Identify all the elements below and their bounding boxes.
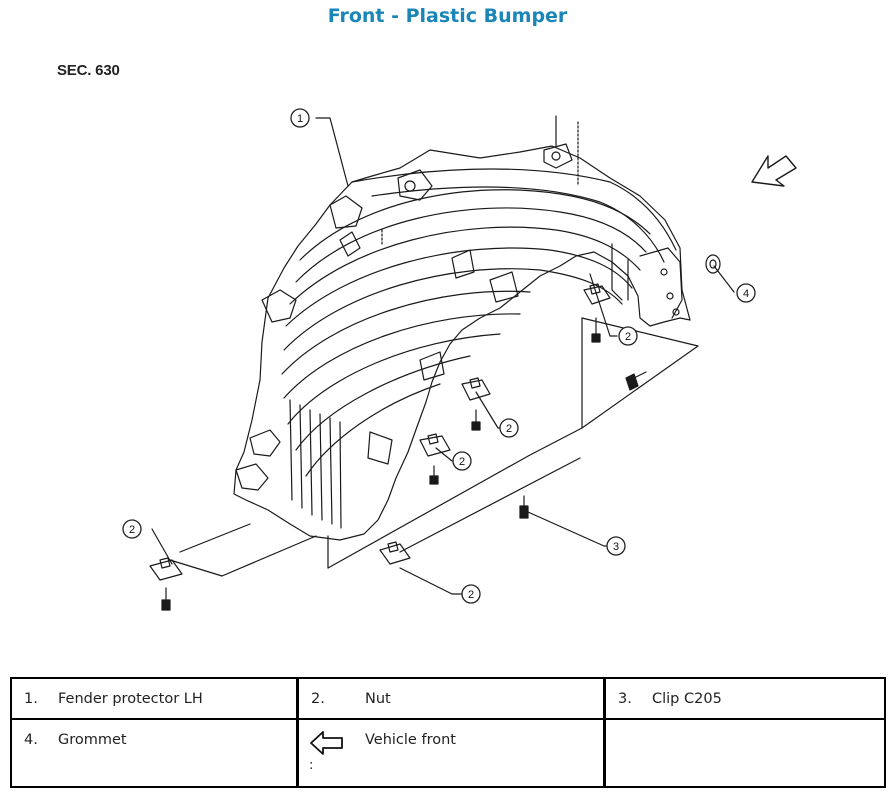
svg-text:2: 2 — [129, 524, 135, 536]
grommet — [705, 254, 721, 274]
clip-c205 — [519, 495, 529, 519]
callout-2-center: 2 — [452, 451, 472, 471]
legend-row-divider — [12, 718, 884, 720]
legend-item-grommet: 4. Grommet — [12, 720, 296, 786]
legend-col-divider — [603, 679, 606, 786]
fender-protector-diagram: 1 2 2 2 2 2 3 4 — [122, 108, 797, 611]
legend-item-clip: 3. Clip C205 — [606, 679, 884, 718]
legend-label: Clip C205 — [652, 691, 722, 707]
vehicle-front-arrow-icon — [751, 155, 797, 187]
page-title: Front - Plastic Bumper — [327, 5, 568, 27]
legend-label: Nut — [365, 691, 391, 707]
fender-protector-outline — [233, 145, 691, 541]
legend-table: 1. Fender protector LH 2. Nut 3. Clip C2… — [10, 677, 886, 788]
section-label: SEC. 630 — [57, 62, 120, 79]
callout-2-upper-right: 2 — [618, 326, 638, 346]
legend-col-divider — [296, 679, 299, 786]
legend-label: Grommet — [58, 732, 127, 748]
svg-text:2: 2 — [459, 456, 465, 468]
legend-empty-cell — [606, 720, 884, 786]
legend-number: 4. — [24, 732, 38, 748]
callout-2-bottom: 2 — [461, 584, 481, 604]
svg-text:1: 1 — [297, 113, 303, 125]
legend-item-vehicle-front: : Vehicle front — [299, 720, 603, 786]
loose-screw — [625, 371, 647, 391]
legend-item-nut: 2. Nut — [299, 679, 603, 718]
svg-text:2: 2 — [506, 423, 512, 435]
callout-3: 3 — [606, 536, 626, 556]
arrow-left-outline-icon — [310, 731, 343, 755]
legend-suffix: : — [309, 758, 314, 773]
svg-text:3: 3 — [613, 541, 619, 553]
callout-2-middle: 2 — [499, 418, 519, 438]
callout-1: 1 — [290, 108, 310, 128]
legend-item-fender-protector: 1. Fender protector LH — [12, 679, 296, 718]
legend-number: 1. — [24, 691, 38, 707]
svg-text:2: 2 — [625, 331, 631, 343]
svg-text:4: 4 — [743, 288, 749, 300]
callout-4: 4 — [736, 283, 756, 303]
legend-number: 3. — [618, 691, 632, 707]
legend-number: 2. — [311, 691, 325, 707]
nut-clip-3 — [419, 433, 451, 485]
nut-clip-5 — [379, 541, 411, 565]
legend-label: Fender protector LH — [58, 691, 203, 707]
nut-clip-1 — [583, 283, 611, 343]
nut-clip-2 — [461, 377, 491, 431]
legend-label: Vehicle front — [365, 732, 456, 748]
callout-2-left: 2 — [122, 519, 142, 539]
svg-text:2: 2 — [468, 589, 474, 601]
nut-clip-4 — [149, 557, 183, 611]
